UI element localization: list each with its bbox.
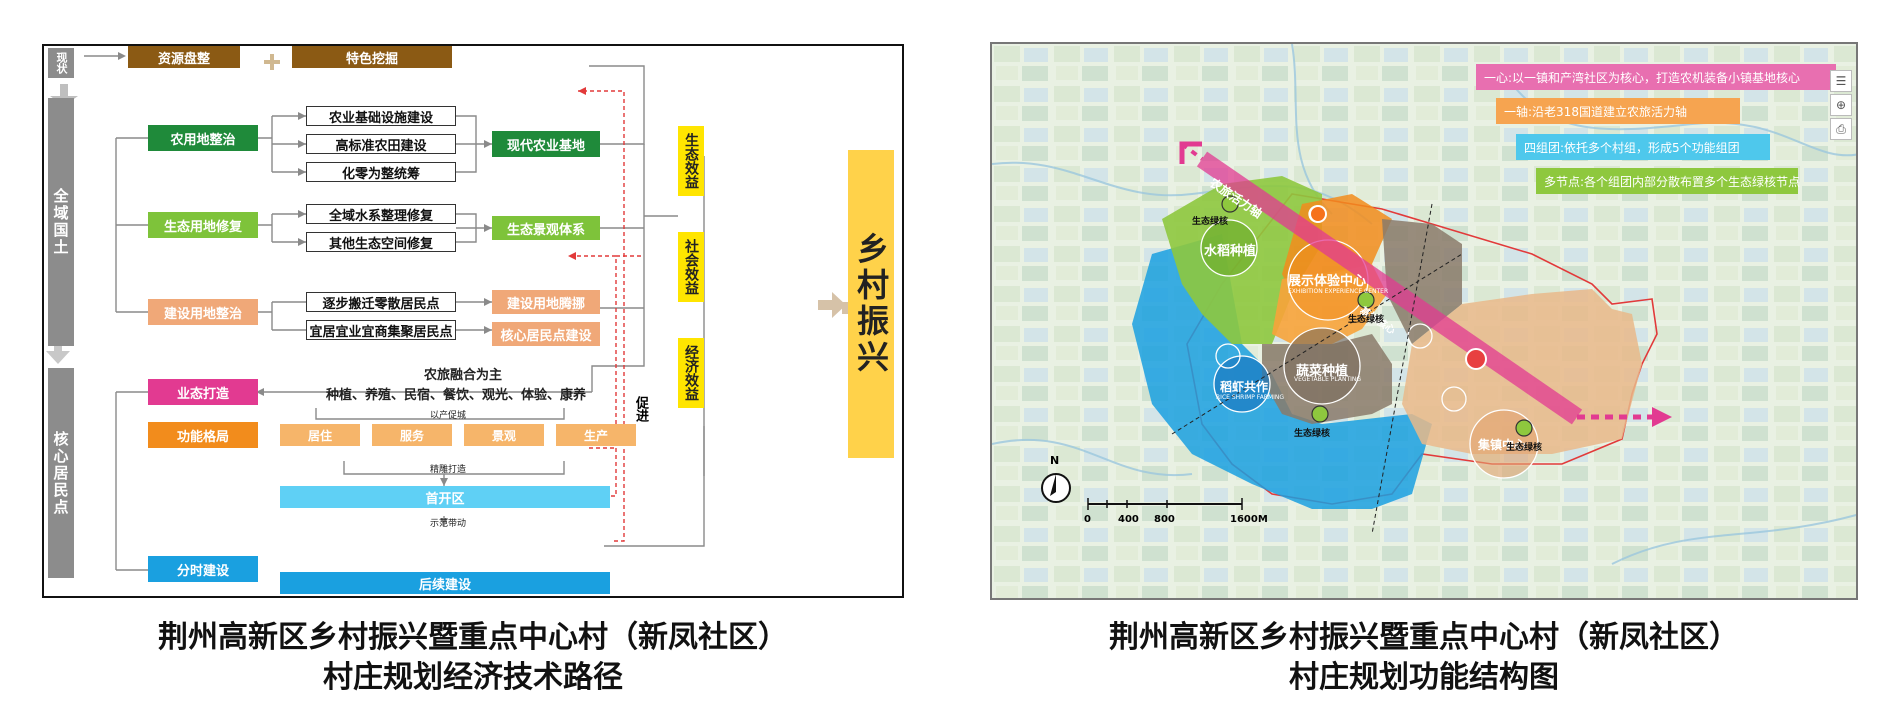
scale-1600: 1600M	[1230, 514, 1268, 525]
benefit-econ-box: 经济效益	[678, 338, 704, 408]
legend-groups: 四组团:依托多个村组，形成5个功能组团	[1516, 134, 1770, 160]
expo-label: 展示体验中心	[1288, 274, 1367, 289]
flowchart-connectors	[46, 52, 872, 571]
stage-current-bar: 现状	[48, 48, 74, 78]
veg-label: 蔬菜种植	[1296, 364, 1349, 379]
later-box: 后续建设	[280, 572, 610, 594]
benefit-social-box: 社会效益	[678, 232, 704, 302]
farm-sub-3: 化零为整统筹	[306, 162, 456, 182]
layout-item-4: 生产	[556, 424, 636, 446]
scale-800: 800	[1154, 514, 1175, 525]
eco-core-label-4: 生态绿核	[1506, 443, 1543, 453]
layout-item-2: 服务	[372, 424, 452, 446]
revival-label: 乡村振兴	[852, 232, 890, 376]
modern-agri-box: 现代农业基地	[492, 131, 600, 157]
shrimp-en-label: RICE SHRIMP FARMING	[1216, 394, 1285, 401]
stage-territory-bar: 全域国土	[48, 98, 74, 346]
construct-sub-2: 宜居宜业宜商集聚居民点	[306, 320, 456, 340]
drive-note: 示范带动	[430, 519, 467, 529]
revival-big-box: 乡村振兴	[848, 150, 894, 458]
benefit-social-label: 社会效益	[683, 239, 699, 295]
right-caption-line2: 村庄规划功能结构图	[1289, 660, 1559, 695]
benefit-econ-label: 经济效益	[683, 345, 699, 401]
left-caption: 荆州高新区乡村振兴暨重点中心村（新凤社区） 村庄规划经济技术路径	[42, 618, 904, 698]
benefit-eco-box: 生态效益	[678, 126, 704, 196]
layout-item-3: 景观	[464, 424, 544, 446]
legend-axis-label: 一轴:沿老318国道建立农旅活力轴	[1504, 104, 1687, 119]
legend-center: 一心:以一镇和产湾社区为核心，打造农机装备小镇基地核心	[1476, 64, 1836, 90]
stage-current-label: 现状	[55, 52, 68, 74]
farm-sub-1: 农业基础设施建设	[306, 106, 456, 126]
print-icon[interactable]: ⎙	[1830, 118, 1852, 140]
core-build-box: 核心居民点建设	[492, 322, 600, 346]
north-label: N	[1050, 454, 1060, 467]
construct-box: 建设用地整治	[148, 299, 258, 325]
eco-sub-2: 其他生态空间修复	[306, 232, 456, 252]
phased-box: 分时建设	[148, 556, 258, 582]
eco-repair-box: 生态用地修复	[148, 212, 258, 238]
layout-item-1: 居住	[280, 424, 360, 446]
rice-label: 水稻种植	[1204, 244, 1257, 259]
left-caption-line2: 村庄规划经济技术路径	[323, 660, 623, 695]
map-canvas	[992, 44, 1856, 598]
right-caption: 荆州高新区乡村振兴暨重点中心村（新凤社区） 村庄规划功能结构图	[990, 618, 1858, 698]
legend-axis: 一轴:沿老318国道建立农旅活力轴	[1496, 98, 1740, 124]
promote-note: 促进	[633, 396, 650, 422]
veg-en-label: VEGETABLE PLANTING	[1294, 376, 1362, 383]
eco-landscape-box: 生态景观体系	[492, 216, 600, 240]
zoom-icon[interactable]: ⊕	[1830, 94, 1852, 116]
farm-sub-2: 高标准农田建设	[306, 134, 456, 154]
feature-box: 特色挖掘	[292, 46, 452, 68]
revival-arrow	[818, 292, 846, 322]
legend-nodes-label: 多节点:各个组团内部分散布置多个生态绿核节点	[1544, 174, 1801, 189]
eco-core-label-3: 生态绿核	[1294, 429, 1331, 439]
promote-label: 促进	[633, 396, 648, 422]
shrimp-label: 稻虾共作	[1220, 380, 1269, 394]
stage-territory-label: 全域国土	[51, 188, 70, 256]
eco-sub-1: 全域水系整理修复	[306, 204, 456, 224]
arrow-right-icon	[818, 292, 846, 318]
scale-0: 0	[1084, 514, 1091, 525]
right-caption-line1: 荆州高新区乡村振兴暨重点中心村（新凤社区）	[1109, 620, 1739, 655]
layout-box: 功能格局	[148, 422, 258, 448]
construct-sub-1: 逐步搬迁零散居民点	[306, 292, 456, 312]
scale-400: 400	[1118, 514, 1139, 525]
first-zone-box: 首开区	[280, 486, 610, 508]
town-label: 集镇中心	[1478, 438, 1527, 452]
flowchart-panel: 现状 全域国土 核心居民点 资源盘整 特色挖掘 农用地整治 农业基础设施建设 高…	[42, 44, 904, 598]
left-caption-line1: 荆州高新区乡村振兴暨重点中心村（新凤社区）	[158, 620, 788, 655]
legend-center-label: 一心:以一镇和产湾社区为核心，打造农机装备小镇基地核心	[1484, 70, 1801, 85]
resource-box: 资源盘整	[128, 46, 240, 68]
legend-nodes: 多节点:各个组团内部分散布置多个生态绿核节点	[1536, 168, 1801, 194]
industry-drive-note: 以产促城	[430, 411, 467, 421]
eco-core-label-2: 生态绿核	[1348, 315, 1385, 325]
fine-build-note: 精雕打造	[430, 465, 467, 475]
land-shift-box: 建设用地腾挪	[492, 290, 600, 314]
stage-core-label: 核心居民点	[51, 430, 70, 516]
stage-core-bar: 核心居民点	[48, 368, 74, 578]
map-panel: 一心:以一镇和产湾社区为核心，打造农机装备小镇基地核心 一轴:沿老318国道建立…	[990, 42, 1858, 600]
layers-icon[interactable]: ☰	[1830, 70, 1852, 92]
eco-core-label-1: 生态绿核	[1192, 217, 1229, 227]
expo-en-label: EXHIBITION EXPERIENCE CENTER	[1288, 288, 1389, 295]
benefit-eco-label: 生态效益	[683, 133, 699, 189]
business-box: 业态打造	[148, 379, 258, 405]
farmland-box: 农用地整治	[148, 125, 258, 151]
legend-groups-label: 四组团:依托多个村组，形成5个功能组团	[1524, 140, 1740, 155]
integration-note: 农旅融合为主	[424, 368, 503, 383]
activities-note: 种植、养殖、民宿、餐饮、观光、体验、康养	[326, 388, 587, 403]
